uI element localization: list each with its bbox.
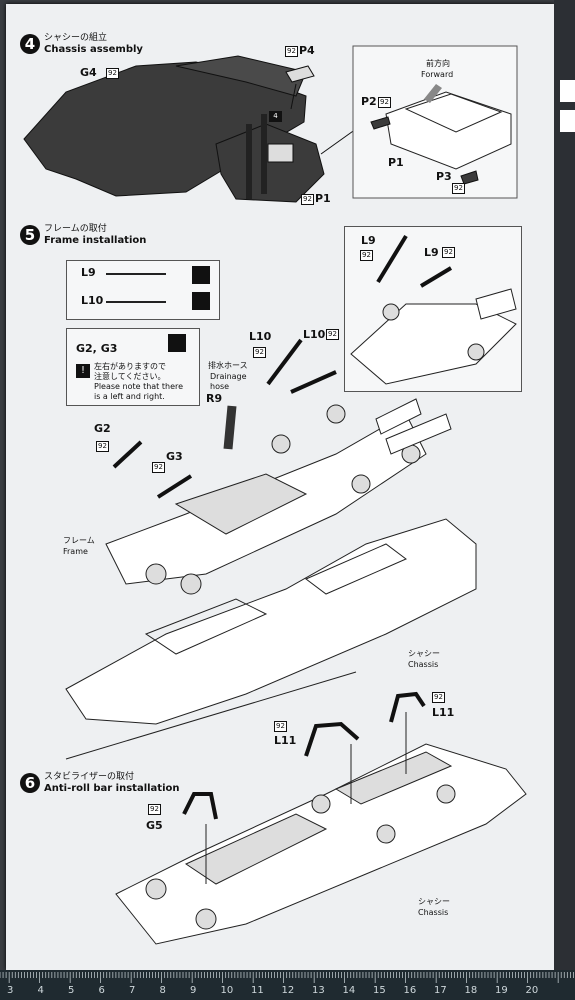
glue-marker: 92: [442, 247, 455, 258]
note-en-1: Please note that there: [94, 382, 184, 391]
label-r9: R9: [206, 392, 223, 405]
label-p2: P2: [361, 95, 377, 108]
drain-hose-en-1: Drainage: [210, 372, 247, 381]
glue-marker: 92: [253, 347, 266, 358]
glue-marker: 92: [148, 804, 161, 815]
ruler-number: 8: [159, 985, 166, 996]
chassis2-jp: シャシー: [418, 897, 450, 906]
label-p1-detail: P1: [388, 156, 404, 169]
chassis2-en: Chassis: [418, 908, 449, 917]
forward-jp: 前方向: [426, 59, 450, 68]
label-g2-g3: G2, G3: [76, 342, 118, 355]
ruler-number: 12: [281, 985, 295, 996]
drain-hose-en-2: hose: [210, 382, 230, 391]
step-4-number: 4: [20, 34, 40, 54]
paint-icon: [192, 292, 210, 310]
label-g5: G5: [146, 819, 163, 832]
step-6-header: 6 スタビライザーの取付 Anti-roll bar installation: [20, 772, 180, 794]
glue-marker: 92: [152, 462, 165, 473]
frame-en: Frame: [63, 547, 88, 556]
glue-marker: 92: [106, 68, 119, 79]
ruler-number: 19: [495, 985, 508, 996]
note-jp-1: 左右がありますので: [94, 362, 166, 371]
glue-marker: 92: [432, 692, 445, 703]
ruler-number: 16: [403, 985, 417, 996]
label-l11: L11: [432, 706, 455, 719]
ruler-number: 17: [434, 985, 447, 996]
label-l9-detail-2: L9: [424, 246, 439, 259]
ruler-number: 18: [464, 985, 478, 996]
label-p3: P3: [436, 170, 452, 183]
chassis-assembly-diagram: [23, 45, 518, 203]
label-l11-2: L11: [274, 734, 297, 747]
glue-marker: 92: [274, 721, 287, 732]
warning-icon: !: [76, 364, 90, 378]
glue-marker: 92: [301, 194, 314, 205]
ruler-numbers: 3 4 5 6 7 8 9 10 11 12 13 14 15 16 17 18 19 20: [0, 985, 575, 999]
step-4-header: 4 シャシーの組立 Chassis assembly: [20, 33, 143, 55]
glue-marker: 92: [452, 183, 465, 194]
ruler-number: 11: [251, 985, 264, 996]
step-4-title-jp: シャシーの組立: [44, 33, 108, 43]
label-l10: L10: [81, 294, 104, 307]
ruler-number: 3: [7, 985, 14, 996]
ruler-number: 14: [342, 985, 356, 996]
ruler-number: 20: [525, 985, 539, 996]
ruler-number: 15: [373, 985, 386, 996]
note-en-2: is a left and right.: [94, 392, 165, 401]
adjacent-page-tab: [560, 110, 575, 132]
ruler-number: 13: [312, 985, 325, 996]
step-5-title-en: Frame installation: [44, 235, 147, 246]
label-l10-main-2: L10: [303, 328, 326, 341]
step-ref-4: 4: [269, 111, 282, 122]
step-6-title-en: Anti-roll bar installation: [44, 783, 180, 794]
ruler-ticks: [0, 972, 574, 983]
forward-en: Forward: [421, 70, 454, 79]
step-5-number: 5: [20, 225, 40, 245]
label-l9: L9: [81, 266, 96, 279]
glue-marker: 92: [326, 329, 339, 340]
glue-marker: 92: [360, 250, 373, 261]
frame-jp: フレーム: [63, 536, 95, 545]
step-6-title-jp: スタビライザーの取付: [44, 772, 135, 782]
adjacent-page-edge: [554, 0, 575, 970]
glue-marker: 92: [96, 441, 109, 452]
instruction-sheet: 4 シャシーの組立 Chassis assembly G4 92 92 P4 4…: [6, 4, 554, 970]
ruler-number: 10: [220, 985, 234, 996]
label-p1: P1: [315, 192, 331, 205]
step-5-header: 5 フレームの取付 Frame installation: [20, 224, 146, 246]
glue-marker: 92: [378, 97, 391, 108]
paint-icon: [192, 266, 210, 284]
glue-marker: 92: [285, 46, 298, 57]
label-g2: G2: [94, 422, 111, 435]
ruler-number: 5: [68, 985, 75, 996]
ruler-number: 4: [37, 985, 44, 996]
chassis-jp: シャシー: [408, 649, 440, 658]
ruler-number: 7: [129, 985, 136, 996]
step-6-number: 6: [20, 773, 40, 793]
label-g4: G4: [80, 66, 97, 79]
frame-installation-diagram: [65, 234, 517, 760]
paint-icon: [168, 334, 186, 352]
step-5-title-jp: フレームの取付: [44, 224, 107, 234]
anti-roll-bar-diagram: [115, 691, 527, 945]
note-jp-2: 注意してください。: [94, 372, 166, 381]
label-l10-main: L10: [249, 330, 272, 343]
chassis-en: Chassis: [408, 660, 439, 669]
label-l9-detail: L9: [361, 234, 376, 247]
label-p4: P4: [299, 44, 315, 57]
label-g3: G3: [166, 450, 183, 463]
ruler-number: 9: [190, 985, 197, 996]
drain-hose-jp: 排水ホース: [208, 361, 248, 370]
adjacent-page-tab: [560, 80, 575, 102]
step-4-title-en: Chassis assembly: [44, 44, 143, 55]
ruler-number: 6: [98, 985, 105, 996]
